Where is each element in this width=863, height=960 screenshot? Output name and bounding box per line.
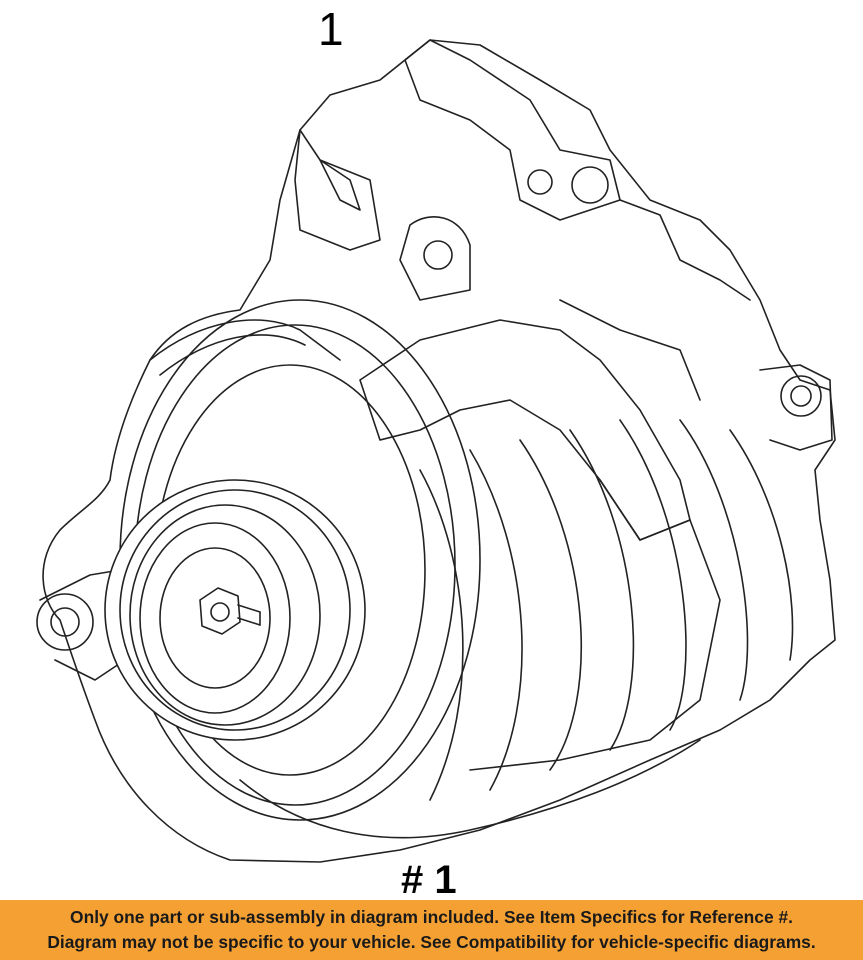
disclaimer-line-1: Only one part or sub-assembly in diagram… [70,907,793,927]
callout-number-top: 1 [318,3,344,55]
disclaimer-banner: Only one part or sub-assembly in diagram… [0,900,863,960]
callout-number-bottom: # 1 [401,858,457,902]
alternator-drawing [36,39,836,863]
alternator-diagram: 1 # 1 [36,3,836,902]
alternator-body-outline [42,39,836,863]
disclaimer-line-2: Diagram may not be specific to your vehi… [47,932,816,952]
